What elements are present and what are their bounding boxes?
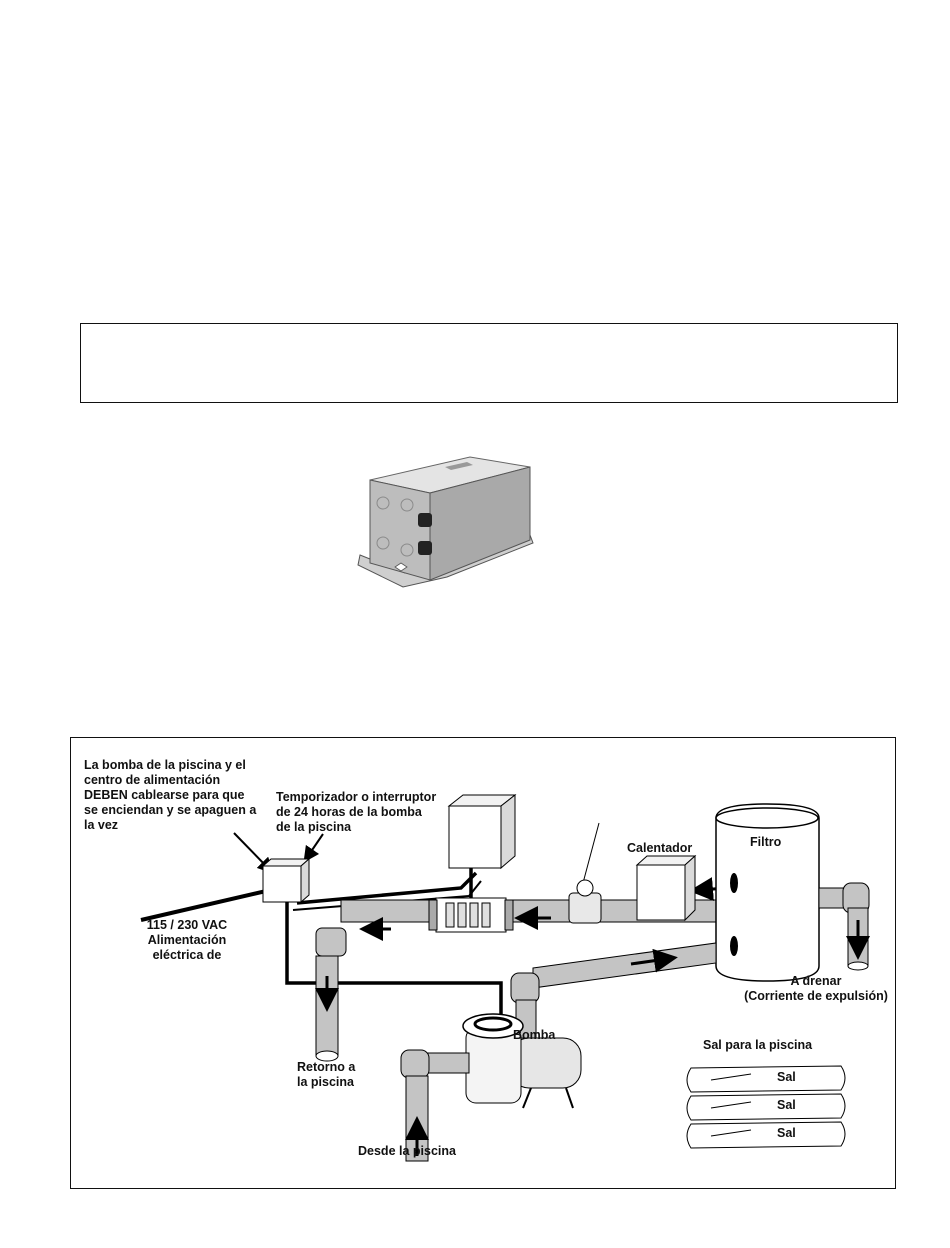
salt-bag-label: Sal [777, 1126, 796, 1140]
timer-box [447, 793, 517, 870]
label-heater: Calentador [627, 841, 693, 855]
flow-valve [568, 879, 602, 924]
label-pump-and-power-center: La bomba de la piscina y el centro de al… [84, 758, 257, 832]
power-center-photo [355, 455, 540, 595]
label-pump: Bomba [513, 1028, 556, 1042]
note-box [80, 323, 898, 403]
heater-box [635, 854, 697, 922]
power-center-box-illustration [357, 456, 534, 588]
label-filter: Filtro [750, 835, 782, 849]
label-from-pool: Desde la piscina [358, 1144, 456, 1158]
label-timer: Temporizador o interruptor de 24 horas d… [276, 790, 437, 834]
salt-bags [686, 1065, 846, 1149]
label-pool-salt: Sal para la piscina [703, 1038, 813, 1052]
pump [462, 1013, 582, 1109]
filter-tank [715, 803, 820, 982]
installation-diagram: La bomba de la piscina y el centro de al… [70, 737, 896, 1189]
power-center-junction-box [261, 857, 311, 904]
salt-bag-label: Sal [777, 1098, 796, 1112]
salt-bag-label: Sal [777, 1070, 796, 1084]
label-to-drain: A drenar (Corriente de expulsión) [744, 974, 888, 1003]
label-power-supply: 115 / 230 VAC Alimentación eléctrica de [146, 918, 228, 962]
plumbing-diagram-drawing [140, 793, 870, 1162]
salt-cell [428, 897, 514, 933]
label-return-to-pool: Retorno a la piscina [297, 1060, 356, 1089]
